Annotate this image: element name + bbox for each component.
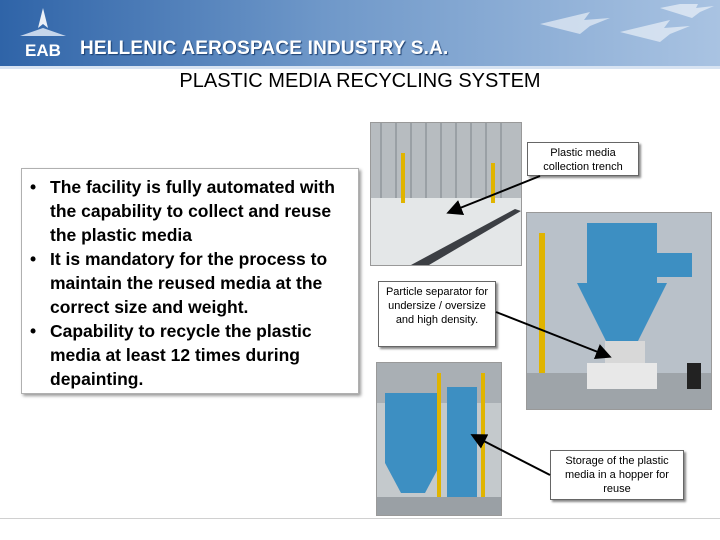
bullet-item: The facility is fully automated with the… [30,175,350,247]
company-logo: EAB [20,8,66,60]
collection-trench-callout: Plastic media collection trench [527,142,639,176]
bullets-box: The facility is fully automated with the… [21,168,359,394]
company-name: HELLENIC AEROSPACE INDUSTRY S.A. [80,38,449,59]
bullet-list: The facility is fully automated with the… [22,169,358,391]
logo-text: EAB [25,41,61,60]
hopper-storage-callout: Storage of the plastic media in a hopper… [550,450,684,500]
jets-graphic [540,4,714,42]
banner-underline [0,66,720,69]
bullet-item: Capability to recycle the plastic media … [30,319,350,391]
hopper-photo [526,212,712,410]
header-banner: EAB HELLENIC AEROSPACE INDUSTRY S.A. [0,0,720,69]
trench-photo [370,122,522,266]
dust-collector-photo [376,362,502,516]
slide-title-text: PLASTIC MEDIA RECYCLING SYSTEM [179,70,541,92]
slide-title: PLASTIC MEDIA RECYCLING SYSTEM [0,70,720,93]
bottom-divider [0,518,720,519]
particle-separator-callout: Particle separator for undersize / overs… [378,281,496,347]
bullet-item: It is mandatory for the process to maint… [30,247,350,319]
